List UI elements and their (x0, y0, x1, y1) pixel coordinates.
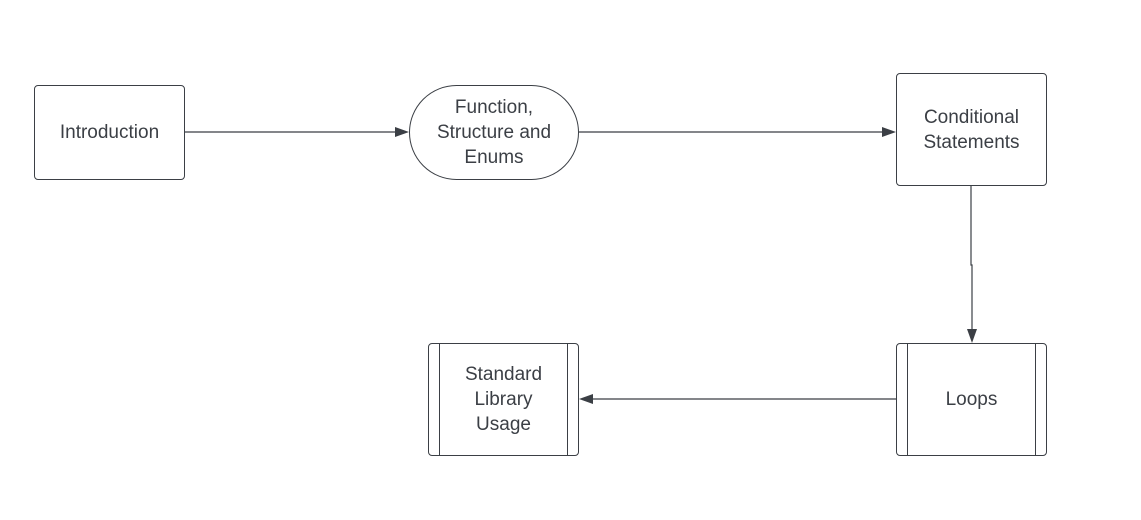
node-standard-library-usage: Standard Library Usage (428, 343, 579, 456)
node-loops-label: Loops (945, 389, 998, 410)
arrowhead-standard-library (579, 394, 593, 404)
arrowhead-loops (967, 329, 977, 343)
node-function-structure-enums: Function, Structure and Enums (409, 85, 579, 180)
node-function-structure-enums-label: Function, Structure and Enums (436, 97, 552, 168)
node-introduction-label: Introduction (59, 122, 160, 143)
node-standard-library-usage-label: Standard Library Usage (464, 364, 543, 435)
edge-conditional-to-loops (970, 186, 973, 330)
node-loops: Loops (896, 343, 1047, 456)
node-conditional-statements-label: Conditional Statements (923, 106, 1020, 153)
node-introduction: Introduction (34, 85, 185, 180)
arrowhead-conditional (882, 127, 896, 137)
node-conditional-statements: Conditional Statements (896, 73, 1047, 186)
arrowhead-function (395, 127, 409, 137)
